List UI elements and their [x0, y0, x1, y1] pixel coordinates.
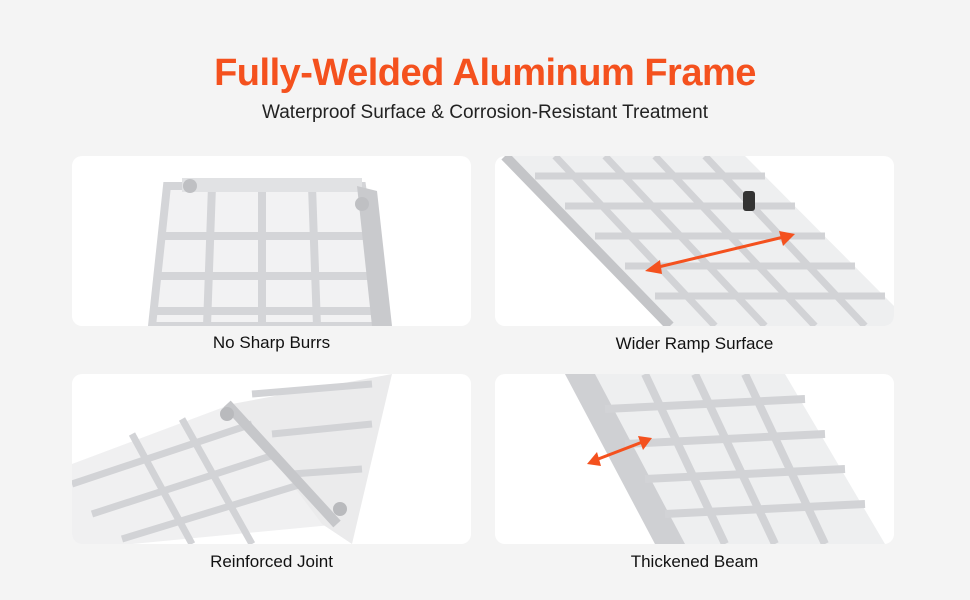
feature-label: Reinforced Joint	[210, 552, 333, 571]
feature-label: Thickened Beam	[630, 552, 759, 571]
thickness-arrow-icon	[587, 436, 652, 466]
feature-image-reinforced-joint	[72, 374, 471, 544]
page-title: Fully-Welded Aluminum Frame	[214, 52, 756, 94]
feature-image-no-sharp-burrs	[72, 156, 471, 326]
feature-label: Wider Ramp Surface	[615, 334, 774, 353]
width-arrow-icon	[645, 231, 795, 274]
page-subtitle: Waterproof Surface & Corrosion-Resistant…	[262, 102, 708, 123]
feature-label: No Sharp Burrs	[212, 333, 331, 352]
feature-image-wider-ramp-surface	[495, 156, 894, 326]
feature-image-thickened-beam	[495, 374, 894, 544]
